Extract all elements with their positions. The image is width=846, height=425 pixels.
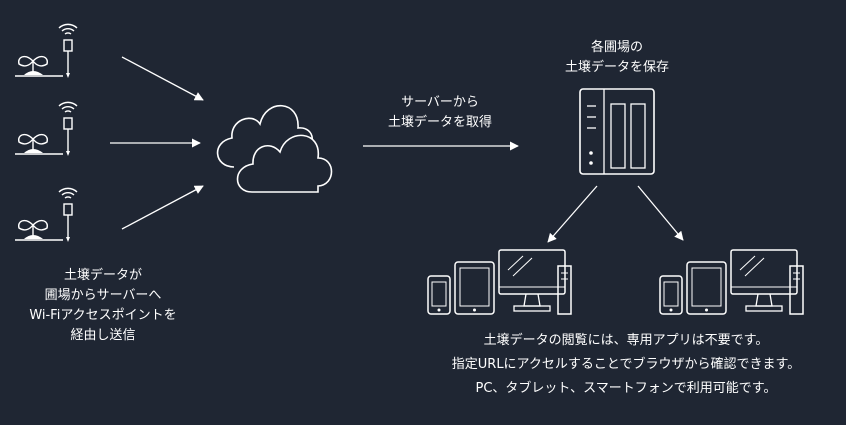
server-caption-line-2: 土壌データを保存 bbox=[564, 60, 669, 75]
sensor-caption-line-4: 経由し送信 bbox=[70, 328, 136, 343]
devices-right-icon bbox=[659, 249, 804, 315]
arrow-server-to-devices-left bbox=[547, 185, 598, 243]
server-caption-line-1: 各圃場の bbox=[590, 40, 643, 55]
sensor-caption-line-1: 土壌データが bbox=[63, 268, 142, 283]
footer-note: 土壌データの閲覧には、専用アプリは不要です。 指定URLにアクセルすることでブラ… bbox=[408, 329, 844, 401]
footer-note-line-3: PC、タブレット、スマートフォンで利用可能です。 bbox=[475, 381, 777, 396]
arrow-sensor1-to-cloud bbox=[121, 56, 204, 101]
arrow-server-to-devices-right bbox=[637, 185, 684, 241]
devices-left-icon bbox=[427, 249, 572, 315]
sensor-2-icon bbox=[14, 101, 78, 157]
sensor-3-icon bbox=[14, 187, 78, 243]
fetch-caption-line-2: 土壌データを取得 bbox=[387, 115, 492, 130]
fetch-caption: サーバーから 土壌データを取得 bbox=[350, 93, 530, 133]
cloud-icon bbox=[216, 104, 333, 193]
nas-server-icon bbox=[579, 88, 655, 175]
sensor-1-icon bbox=[14, 23, 78, 79]
sensor-caption-line-3: Wi-Fiアクセスポイントを bbox=[29, 308, 177, 323]
sensor-caption-line-2: 圃場からサーバーへ bbox=[44, 288, 162, 303]
sensor-caption: 土壌データが 圃場からサーバーへ Wi-Fiアクセスポイントを 経由し送信 bbox=[0, 266, 206, 346]
arrow-sensor3-to-cloud bbox=[121, 185, 204, 230]
fetch-caption-line-1: サーバーから bbox=[401, 95, 479, 110]
server-caption: 各圃場の 土壌データを保存 bbox=[530, 38, 704, 78]
footer-note-line-1: 土壌データの閲覧には、専用アプリは不要です。 bbox=[483, 333, 769, 348]
footer-note-line-2: 指定URLにアクセルすることでブラウザから確認できます。 bbox=[451, 357, 801, 372]
